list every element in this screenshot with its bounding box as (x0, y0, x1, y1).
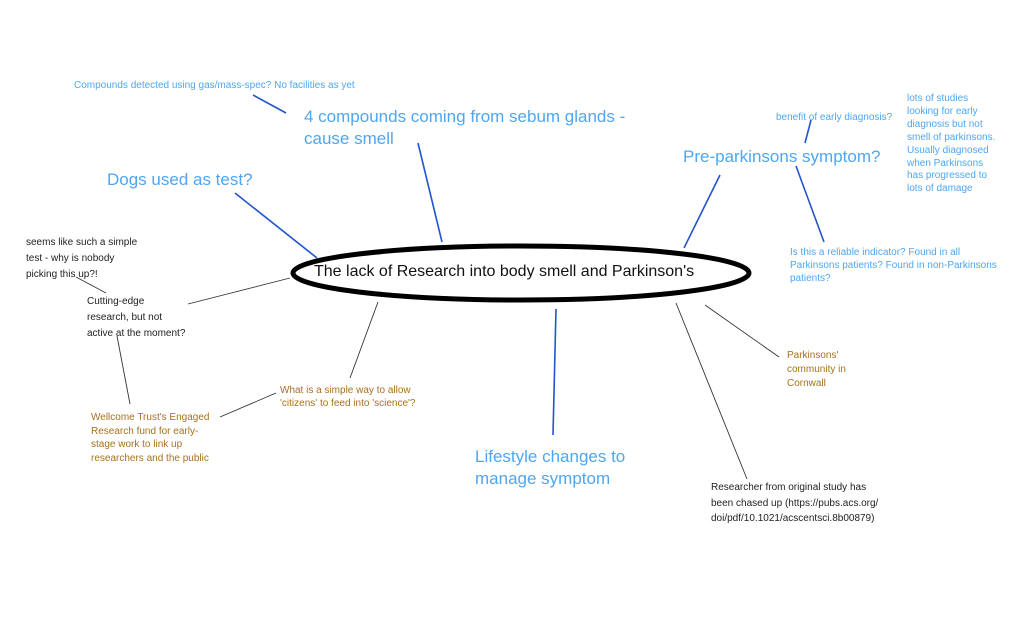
node-simple-test: seems like such a simple test - why is n… (26, 235, 137, 283)
link-wellcome (116, 335, 131, 405)
link-cutting-edge (187, 277, 291, 305)
node-lifestyle: Lifestyle changes to manage symptom (475, 446, 625, 490)
node-line: What is a simple way to allow (280, 385, 411, 396)
node-line: smell of parkinsons. (907, 131, 996, 143)
node-line: seems like such a simple (26, 237, 138, 248)
link-lifestyle (552, 308, 557, 436)
node-line: Cornwall (787, 378, 826, 389)
node-line: lots of studies (907, 93, 969, 104)
node-reliable: Is this a reliable indicator? Found in a… (790, 246, 997, 285)
link-early-diagnosis (804, 119, 812, 144)
node-line: stage work to link up (91, 439, 183, 450)
node-four-compounds: 4 compounds coming from sebum glands - c… (304, 106, 625, 150)
node-compounds-detected: Compounds detected using gas/mass-spec? … (74, 79, 355, 92)
node-line: Researcher from original study has (711, 482, 867, 493)
node-line: cause smell (304, 129, 394, 148)
node-lots-of-studies: lots of studies looking for early diagno… (907, 93, 995, 196)
node-line: test - why is nobody (26, 253, 115, 264)
node-line: researchers and the public (91, 452, 209, 464)
node-line: Compounds detected using gas/mass-spec? … (74, 80, 355, 91)
link-citizens (349, 301, 379, 379)
node-line: research, but not (87, 312, 163, 323)
node-wellcome: Wellcome Trust's Engaged Research fund f… (91, 411, 209, 465)
node-line: Parkinsons' (787, 350, 839, 361)
node-dogs: Dogs used as test? (107, 169, 253, 191)
node-line: 4 compounds coming from sebum glands - (304, 107, 626, 126)
link-reliable (795, 165, 825, 243)
node-line: Usually diagnosed (907, 144, 989, 156)
node-line: 'citizens' to feed into 'science'? (280, 398, 416, 409)
node-line: Cutting-edge (87, 296, 145, 307)
node-pre-parkinsons: Pre-parkinsons symptom? (683, 146, 880, 168)
node-line: community in (787, 364, 846, 375)
central-ellipse (290, 243, 752, 303)
link-simple-test (75, 276, 107, 294)
node-early-diagnosis: benefit of early diagnosis? (776, 111, 892, 124)
node-line: Research fund for early- (91, 425, 199, 437)
link-community (704, 304, 780, 358)
node-line: diagnosis but not (907, 118, 983, 130)
node-researcher: Researcher from original study has been … (711, 480, 878, 527)
node-line: has progressed to (907, 170, 988, 182)
node-line: lots of damage (907, 183, 973, 195)
central-topic: The lack of Research into body smell and… (314, 263, 695, 280)
node-line: manage symptom (475, 469, 611, 488)
node-line: Dogs used as test? (107, 170, 253, 189)
node-line: Pre-parkinsons symptom? (683, 147, 881, 166)
node-line: been chased up (https://pubs.acs.org/ (711, 497, 879, 509)
link-researcher (675, 302, 748, 480)
node-cutting-edge: Cutting-edge research, but not active at… (87, 294, 185, 342)
node-citizens: What is a simple way to allow 'citizens'… (280, 384, 416, 410)
link-dogs (234, 192, 318, 259)
node-line: patients? (790, 273, 831, 284)
link-pre-parkinsons (683, 174, 721, 249)
node-line: Wellcome Trust's Engaged (91, 412, 210, 423)
link-wellcome-citizens (219, 392, 277, 418)
node-line: benefit of early diagnosis? (776, 112, 893, 123)
node-line: picking this up?! (26, 269, 98, 280)
node-line: doi/pdf/10.1021/acscentsci.8b00879) (711, 513, 875, 524)
node-line: looking for early (907, 105, 978, 117)
node-line: Parkinsons patients? Found in non-Parkin… (790, 260, 997, 271)
node-line: when Parkinsons (907, 157, 984, 169)
node-line: Is this a reliable indicator? Found in a… (790, 247, 961, 258)
node-line: active at the moment? (87, 328, 186, 339)
node-line: Lifestyle changes to (475, 447, 626, 466)
node-community: Parkinsons' community in Cornwall (787, 349, 846, 391)
link-four-compounds (417, 142, 443, 243)
link-compounds-detected (252, 94, 287, 114)
